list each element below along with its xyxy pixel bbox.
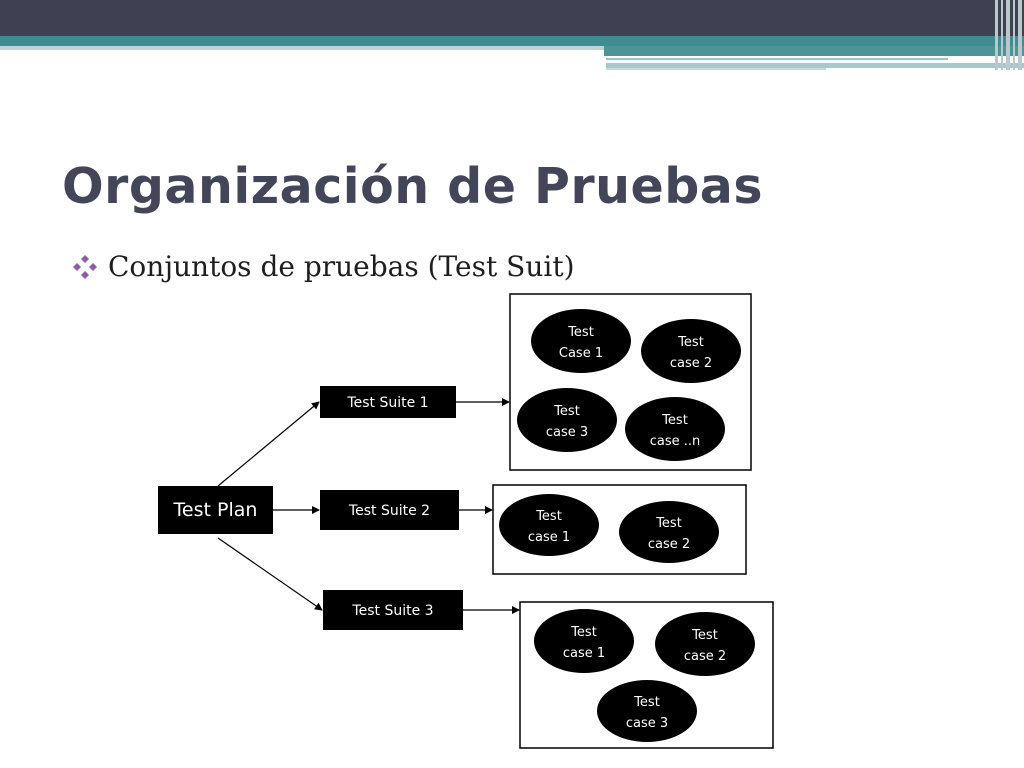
header-line: [606, 68, 826, 70]
test-plan-label: Test Plan: [173, 499, 258, 521]
header-line: [606, 63, 1024, 68]
test-case-label-line1: Test: [661, 413, 688, 428]
test-case-label-line1: Test: [553, 404, 580, 419]
test-case-node: [531, 309, 631, 373]
test-suite-2-label: Test Suite 2: [348, 503, 430, 519]
test-case-label-line1: Test: [535, 509, 562, 524]
header-band-teal-right: [604, 46, 1024, 56]
header-line: [606, 58, 948, 60]
test-case-label-line2: case 1: [528, 530, 570, 545]
test-suite-1-label: Test Suite 1: [346, 395, 428, 411]
test-case-label-line2: case ..n: [650, 434, 701, 449]
test-suite-2-node: [320, 490, 459, 530]
test-suite-3-label: Test Suite 3: [351, 603, 433, 619]
test-suite-3-node: [323, 590, 463, 630]
bullet-text: Conjuntos de pruebas (Test Suit): [108, 250, 575, 283]
test-case-node: [655, 612, 755, 676]
test-case-label-line2: case 3: [546, 425, 588, 440]
test-case-node: [499, 494, 599, 556]
test-case-node: [619, 501, 719, 563]
test-case-label-line2: case 2: [670, 356, 712, 371]
test-case-label-line1: Test: [567, 325, 594, 340]
test-case-label-line2: case 2: [684, 649, 726, 664]
diamond-bullet-icon: [73, 254, 97, 279]
slide-title: Organización de Pruebas: [62, 158, 764, 215]
test-case-label-line1: Test: [633, 695, 660, 710]
test-case-label-line1: Test: [691, 628, 718, 643]
header-stripes: [993, 0, 1024, 70]
test-case-label-line2: Case 1: [559, 346, 603, 361]
test-case-node: [625, 397, 725, 461]
header-band-light: [0, 46, 604, 50]
test-case-label-line2: case 3: [626, 716, 668, 731]
test-case-label-line1: Test: [570, 625, 597, 640]
header-band-teal: [0, 36, 1024, 46]
test-case-node: [517, 388, 617, 452]
test-suite-1-node: [320, 386, 456, 418]
test-case-node: [534, 609, 634, 673]
test-case-node: [597, 680, 697, 742]
bullet-item: Conjuntos de pruebas (Test Suit): [72, 250, 575, 283]
header-band-dark: [0, 0, 1024, 36]
plan-to-suite-1-arrow: [217, 401, 320, 487]
test-case-node: [641, 319, 741, 383]
test-case-label-line2: case 2: [648, 537, 690, 552]
test-plan-node: [158, 486, 273, 534]
test-case-label-line1: Test: [677, 335, 704, 350]
test-case-label-line2: case 1: [563, 646, 605, 661]
test-case-label-line1: Test: [655, 516, 682, 531]
plan-to-suite-3-arrow: [217, 537, 323, 611]
